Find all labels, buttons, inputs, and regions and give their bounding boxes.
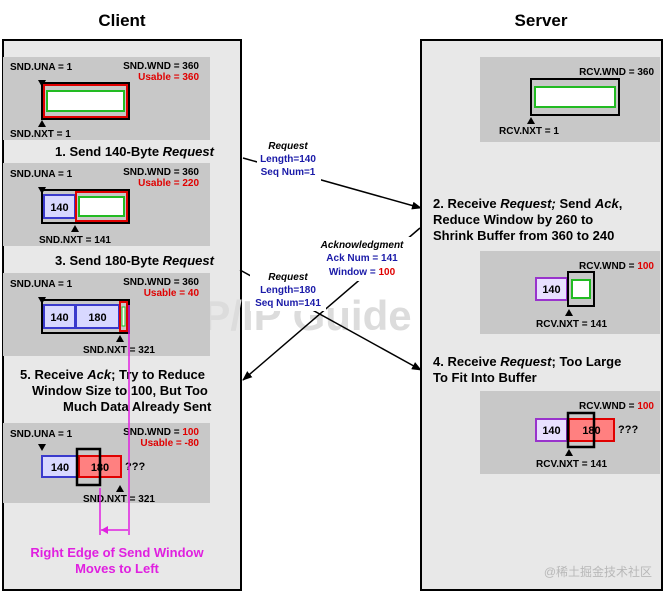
server-state-2: RCV.WND = 100 140 RCV.NXT = 141	[480, 251, 660, 334]
svg-text:Ack Num = 141: Ack Num = 141	[326, 253, 398, 264]
buffer-area	[534, 86, 616, 108]
ack-message-label: Acknowledgment Ack Num = 141 Window = 10…	[312, 237, 412, 281]
send-window-outline	[75, 447, 102, 487]
client-state-5: SND.UNA = 1 SND.WND = 100 Usable = -80 1…	[3, 423, 210, 505]
snd-nxt-label: SND.NXT = 321	[83, 494, 155, 505]
svg-text:Length=140: Length=140	[260, 154, 316, 165]
svg-text:4. Receive Request; Too Large: 4. Receive Request; Too Large	[433, 354, 621, 369]
receive-window-outline	[567, 271, 595, 307]
segment-label: 180	[582, 425, 600, 437]
snd-nxt-label: SND.NXT = 321	[83, 345, 155, 356]
snd-una-label: SND.UNA = 1	[10, 279, 73, 290]
right-edge-caption: Right Edge of Send Window Moves to Left	[30, 545, 204, 576]
usable-window	[119, 301, 128, 332]
segment-label: 180	[88, 312, 106, 324]
client-state-1: SND.UNA = 1 SND.WND = 360 Usable = 360 S…	[3, 57, 210, 140]
buffer-area	[571, 279, 591, 299]
usable-label: Usable = 220	[138, 178, 199, 189]
svg-text:Shrink Buffer from 360 to 240: Shrink Buffer from 360 to 240	[433, 228, 614, 243]
message-1-label: Request Length=140 Seq Num=1	[257, 138, 321, 182]
segment-label: 140	[542, 425, 560, 437]
step-3-text: 3. Send 180-Byte Request	[55, 253, 215, 268]
svg-text:Reduce Window by 260 to: Reduce Window by 260 to	[433, 212, 593, 227]
snd-una-label: SND.UNA = 1	[10, 62, 73, 73]
svg-text:Moves to Left: Moves to Left	[75, 561, 159, 576]
usable-label: Usable = 40	[144, 288, 200, 299]
svg-text:Acknowledgment: Acknowledgment	[320, 240, 404, 251]
svg-text:Right Edge of Send Window: Right Edge of Send Window	[30, 545, 204, 560]
receive-window-outline	[530, 78, 620, 116]
send-window-outline	[41, 82, 130, 120]
send-window-outline	[41, 189, 130, 224]
svg-text:Much Data Already Sent: Much Data Already Sent	[63, 399, 212, 414]
right-edge-guides	[99, 305, 130, 535]
segment-label: 140	[50, 312, 68, 324]
svg-text:Length=180: Length=180	[260, 285, 316, 296]
rcv-nxt-pointer-icon	[565, 309, 573, 316]
overflow-marker: ???	[125, 461, 145, 473]
snd-nxt-label: SND.NXT = 1	[10, 129, 71, 140]
svg-text:Window Size to 100, But Too: Window Size to 100, But Too	[32, 383, 208, 398]
server-state-1: RCV.WND = 360 RCV.NXT = 1	[480, 57, 660, 142]
state-background	[480, 251, 660, 334]
rcv-wnd-label: RCV.WND = 360	[579, 67, 654, 78]
label-background	[257, 138, 321, 182]
svg-text:2. Receive Request; Send Ack,: 2. Receive Request; Send Ack,	[433, 196, 622, 211]
usable-window	[43, 84, 128, 118]
client-state-2: SND.UNA = 1 SND.WND = 360 Usable = 220 1…	[3, 163, 210, 246]
rcv-nxt-label: RCV.NXT = 141	[536, 319, 607, 330]
buffer-area	[121, 306, 126, 327]
svg-text:Seq Num=1: Seq Num=1	[261, 167, 316, 178]
label-background	[250, 269, 326, 311]
step-1-text: 1. Send 140-Byte Request	[55, 144, 215, 159]
receive-window-outline	[566, 411, 596, 449]
segment-label: 140	[51, 462, 69, 474]
snd-nxt-pointer-icon	[38, 120, 46, 127]
svg-text:Request: Request	[268, 141, 308, 152]
step-2-text: 2. Receive Request; Send Ack, Reduce Win…	[433, 196, 622, 243]
svg-text:Seq Num=141: Seq Num=141	[255, 298, 321, 309]
step-4-text: 4. Receive Request; Too Large To Fit Int…	[433, 354, 621, 385]
snd-wnd-label: SND.WND = 100	[123, 427, 199, 438]
message-3-label: Request Length=180 Seq Num=141	[250, 269, 326, 311]
rcv-wnd-label: RCV.WND = 100	[579, 401, 654, 412]
snd-wnd-label: SND.WND = 360	[123, 277, 199, 288]
snd-nxt-pointer-icon	[71, 225, 79, 232]
rcv-nxt-pointer-icon	[565, 449, 573, 456]
rcv-nxt-label: RCV.NXT = 141	[536, 459, 607, 470]
rcv-nxt-pointer-icon	[527, 117, 535, 124]
buffer-area	[46, 90, 125, 112]
snd-una-pointer-icon	[38, 444, 46, 451]
usable-window	[75, 191, 128, 222]
snd-una-label: SND.UNA = 1	[10, 169, 73, 180]
snd-una-label: SND.UNA = 1	[10, 429, 73, 440]
snd-nxt-label: SND.NXT = 141	[39, 235, 111, 246]
server-header: Server	[515, 11, 568, 30]
buffer-area	[78, 196, 125, 217]
snd-nxt-pointer-icon	[116, 485, 124, 492]
arrow-left-icon	[101, 526, 108, 534]
rcv-nxt-label: RCV.NXT = 1	[499, 126, 559, 137]
rcv-wnd-label: RCV.WND = 100	[579, 261, 654, 272]
label-background	[312, 237, 412, 281]
client-header: Client	[98, 11, 146, 30]
svg-text:To Fit Into Buffer: To Fit Into Buffer	[433, 370, 537, 385]
server-state-4: RCV.WND = 100 140 180 ??? RCV.NXT = 141	[480, 391, 660, 474]
usable-label: Usable = 360	[138, 72, 199, 83]
usable-label: Usable = -80	[140, 438, 199, 449]
overflow-marker: ???	[618, 424, 638, 436]
snd-wnd-label: SND.WND = 360	[123, 167, 199, 178]
snd-wnd-label: SND.WND = 360	[123, 61, 199, 72]
svg-text:5. Receive Ack; Try to Reduce: 5. Receive Ack; Try to Reduce	[20, 367, 205, 382]
client-state-3: SND.UNA = 1 SND.WND = 360 Usable = 40 14…	[3, 273, 210, 356]
watermark-text: @稀土掘金技术社区	[544, 564, 652, 579]
svg-text:Request: Request	[268, 272, 308, 283]
step-5-text: 5. Receive Ack; Try to Reduce Window Siz…	[20, 367, 212, 414]
svg-text:Window = 100: Window = 100	[329, 267, 396, 278]
segment-label: 140	[542, 284, 560, 296]
snd-nxt-pointer-icon	[116, 335, 124, 342]
segment-label: 140	[50, 202, 68, 214]
